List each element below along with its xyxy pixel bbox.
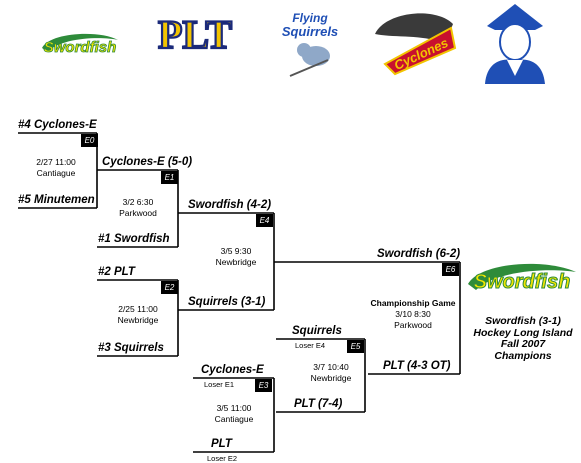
game-rink-e1: Parkwood — [119, 207, 157, 218]
game-badge-e6: E6 — [442, 263, 459, 276]
game-date-e0: 2/27 11:00 — [36, 157, 76, 167]
game-rink-e0: Cantiague — [36, 167, 76, 178]
flying-squirrels-logo: Flying Squirrels — [282, 11, 338, 77]
plt-logo-text: PLT — [158, 12, 232, 54]
team-squirrels-e5: Squirrels — [292, 325, 342, 337]
game-info-e2: 2/25 11:00 Newbridge — [108, 304, 168, 325]
game-rink-e2: Newbridge — [117, 314, 159, 325]
game-info-e3: 3/5 11:00 Cantiague — [204, 403, 264, 424]
swordfish-logo-text: Swordfish — [44, 39, 117, 56]
team-cyclones-e-e3: Cyclones-E — [201, 364, 264, 376]
plt-logo: PLT — [157, 11, 234, 54]
swordfish-logo: Swordfish — [42, 33, 118, 56]
team-swordfish-final: Swordfish (6-2) — [377, 248, 461, 260]
champion-swordfish-logo: Swordfish — [468, 263, 576, 294]
championship-game-title: Championship Game — [370, 298, 456, 308]
champion-logo-text: Swordfish — [474, 271, 571, 293]
svg-text:Flying: Flying — [292, 11, 328, 25]
champion-record: Swordfish (3-1) — [485, 315, 561, 327]
game-rink-e4: Newbridge — [215, 256, 257, 267]
game-rink-e3: Cantiague — [214, 413, 254, 424]
game-info-e1: 3/2 6:30 Parkwood — [110, 197, 166, 218]
game-rink-e5: Newbridge — [310, 372, 352, 383]
team-cyclones-e-seed4: #4 Cyclones-E — [18, 119, 97, 131]
game-date-e6: 3/10 8:30 — [395, 309, 431, 319]
game-date-e1: 3/2 6:30 — [122, 197, 154, 207]
team-swordfish-seed1: #1 Swordfish — [98, 233, 170, 245]
game-badge-e0: E0 — [81, 134, 98, 147]
game-info-e4: 3/5 9:30 Newbridge — [206, 246, 266, 267]
champion-season: Fall 2007 — [500, 338, 546, 350]
team-minutemen-seed5: #5 Minutemen — [18, 194, 95, 206]
game-date-e2: 2/25 11:00 — [118, 304, 158, 314]
cyclones-logo: Cyclones — [375, 13, 457, 76]
team-squirrels-seed3: #3 Squirrels — [98, 342, 164, 354]
game-date-e3: 3/5 11:00 — [216, 403, 252, 413]
svg-text:Squirrels: Squirrels — [282, 24, 338, 39]
team-plt-final: PLT (4-3 OT) — [383, 360, 451, 372]
loser-note-e4: Loser E4 — [295, 341, 326, 350]
game-badge-e2: E2 — [161, 281, 178, 294]
game-info-e6: 3/10 8:30 Parkwood — [380, 309, 446, 330]
team-cyclones-e-winner: Cyclones-E (5-0) — [102, 156, 193, 168]
champion-league: Hockey Long Island — [473, 326, 573, 339]
team-plt-seed2: #2 PLT — [98, 266, 135, 278]
game-info-e0: 2/27 11:00 Cantiague — [28, 157, 84, 178]
team-plt-e5: PLT (7-4) — [294, 398, 343, 410]
team-plt-e3: PLT — [211, 438, 232, 450]
game-date-e4: 3/5 9:30 — [220, 246, 252, 256]
game-badge-e1: E1 — [161, 171, 178, 184]
team-swordfish-e4: Swordfish (4-2) — [188, 199, 272, 211]
game-info-e5: 3/7 10:40 Newbridge — [298, 362, 364, 383]
game-rink-e6: Parkwood — [394, 319, 432, 330]
game-badge-e5: E5 — [347, 340, 364, 353]
game-badge-e3: E3 — [255, 379, 272, 392]
champion-label: Champions — [494, 349, 552, 362]
minutemen-logo — [485, 4, 545, 84]
team-squirrels-e4: Squirrels (3-1) — [188, 296, 266, 308]
game-badge-e4: E4 — [256, 214, 273, 227]
game-date-e5: 3/7 10:40 — [313, 362, 349, 372]
loser-note-e2: Loser E2 — [207, 454, 238, 463]
loser-note-e1: Loser E1 — [204, 380, 235, 389]
champion-caption: Swordfish (3-1) Hockey Long Island Fall … — [470, 315, 576, 362]
